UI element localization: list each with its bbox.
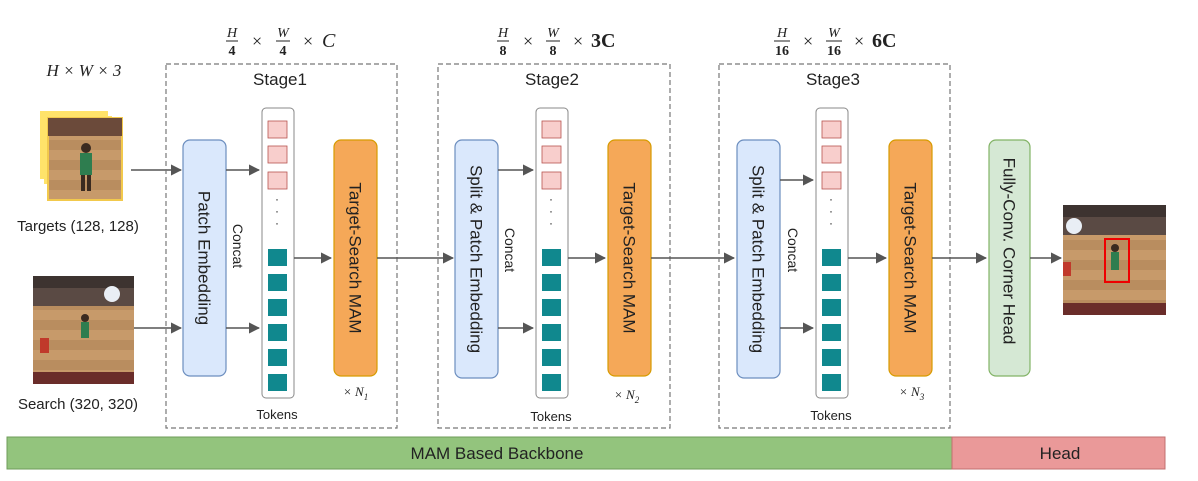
stage-3-mam-label: Target-Search MAM xyxy=(901,182,920,333)
svg-text:×: × xyxy=(251,31,263,51)
head-bar xyxy=(951,436,1166,470)
svg-text:16: 16 xyxy=(775,44,789,59)
svg-text:W: W xyxy=(547,26,560,41)
stage-1-token-ellipsis-1: · xyxy=(275,192,279,206)
svg-text:×: × xyxy=(302,31,314,51)
svg-text:×: × xyxy=(853,31,865,51)
stage-1-title: Stage1 xyxy=(253,70,307,89)
output-image xyxy=(1063,205,1166,315)
stage-2-repeat-label: × N2 xyxy=(614,387,640,405)
stage-3-split-patch-embedding-block xyxy=(736,139,781,379)
stage-2-token-ellipsis-2: · xyxy=(549,204,553,218)
svg-text:×: × xyxy=(802,31,814,51)
svg-text:C: C xyxy=(322,30,336,52)
stage-2-box xyxy=(437,63,671,429)
stage-3-target-tokens xyxy=(821,120,842,190)
stage-3-title: Stage3 xyxy=(806,70,860,89)
svg-text:4: 4 xyxy=(280,44,287,59)
stage-3-box xyxy=(718,63,951,429)
stage-1-search-tokens xyxy=(268,249,287,391)
stage-1-token-ellipsis-2: · xyxy=(275,204,279,218)
stage-3-repeat-label: × N3 xyxy=(899,384,925,402)
stage-1-box xyxy=(165,63,398,429)
svg-text:W: W xyxy=(277,26,290,41)
stage-3-token-ellipsis-1: · xyxy=(829,192,833,206)
stage-3-search-tokens xyxy=(822,249,841,391)
stage-1-target-tokens xyxy=(267,120,288,190)
stage-2-split-patch-embedding-label: Split & Patch Embedding xyxy=(467,165,486,353)
svg-text:H: H xyxy=(226,26,238,41)
svg-text:8: 8 xyxy=(500,44,507,59)
svg-text:3C: 3C xyxy=(591,30,615,52)
stage-1-tokens-label: Tokens xyxy=(256,407,298,422)
svg-text:×: × xyxy=(522,31,534,51)
head-bar-label: Head xyxy=(1040,444,1081,463)
svg-text:H: H xyxy=(776,26,788,41)
input-dims-label: H × W × 3 xyxy=(46,61,122,80)
output-bounding-box xyxy=(1104,238,1130,283)
stage-2: Stage2 H 8 × W 8 × 3C Split & Patch Embe… xyxy=(437,26,671,429)
svg-text:6C: 6C xyxy=(872,30,896,52)
backbone-bar-label: MAM Based Backbone xyxy=(411,444,584,463)
stage-3-token-ellipsis-3: · xyxy=(829,216,833,230)
svg-text:H: H xyxy=(497,26,509,41)
stage-3-concat-label: Concat xyxy=(785,228,801,272)
stage-1-patch-embedding-block xyxy=(182,139,227,377)
stage-2-split-patch-embedding-block xyxy=(454,139,499,379)
stage-2-mam-label: Target-Search MAM xyxy=(620,182,639,333)
stage-1-concat-label: Concat xyxy=(230,224,246,268)
svg-text:4: 4 xyxy=(229,44,236,59)
svg-text:8: 8 xyxy=(550,44,557,59)
search-label: Search (320, 320) xyxy=(18,396,138,413)
targets-label: Targets (128, 128) xyxy=(17,218,139,235)
stage-2-target-tokens xyxy=(541,120,562,190)
stage-2-token-ellipsis-1: · xyxy=(549,192,553,206)
stage-1-repeat-label: × N1 xyxy=(343,384,368,402)
stage-2-dims: H 8 × W 8 × 3C xyxy=(497,26,616,59)
stage-1-mam-label: Target-Search MAM xyxy=(346,182,365,333)
stage-3-token-ellipsis-2: · xyxy=(829,204,833,218)
stage-1-dims: H 4 × W 4 × C xyxy=(226,26,336,59)
stage-2-tokens-label: Tokens xyxy=(530,409,572,424)
stage-2-search-tokens xyxy=(542,249,561,391)
stage-3-dims: H 16 × W 16 × 6C xyxy=(774,26,896,59)
stage-1-token-ellipsis-3: · xyxy=(275,216,279,230)
stage-2-concat-label: Concat xyxy=(502,228,518,272)
svg-text:×: × xyxy=(572,31,584,51)
stage-3: Stage3 H 16 × W 16 × 6C Split & Patch Em… xyxy=(718,26,951,429)
target-images xyxy=(40,111,123,201)
stage-2-title: Stage2 xyxy=(525,70,579,89)
stage-2-token-ellipsis-3: · xyxy=(549,216,553,230)
stage-1-patch-embedding-label: Patch Embedding xyxy=(195,191,214,325)
stage-3-tokens-label: Tokens xyxy=(810,408,852,423)
svg-text:16: 16 xyxy=(827,44,841,59)
stage-3-split-patch-embedding-label: Split & Patch Embedding xyxy=(749,165,768,353)
search-image xyxy=(33,276,134,384)
svg-text:W: W xyxy=(828,26,841,41)
corner-head-label: Fully-Conv. Corner Head xyxy=(1000,158,1019,345)
stage-1: Stage1 H 4 × W 4 × C Patch Embedding Con… xyxy=(165,26,398,429)
